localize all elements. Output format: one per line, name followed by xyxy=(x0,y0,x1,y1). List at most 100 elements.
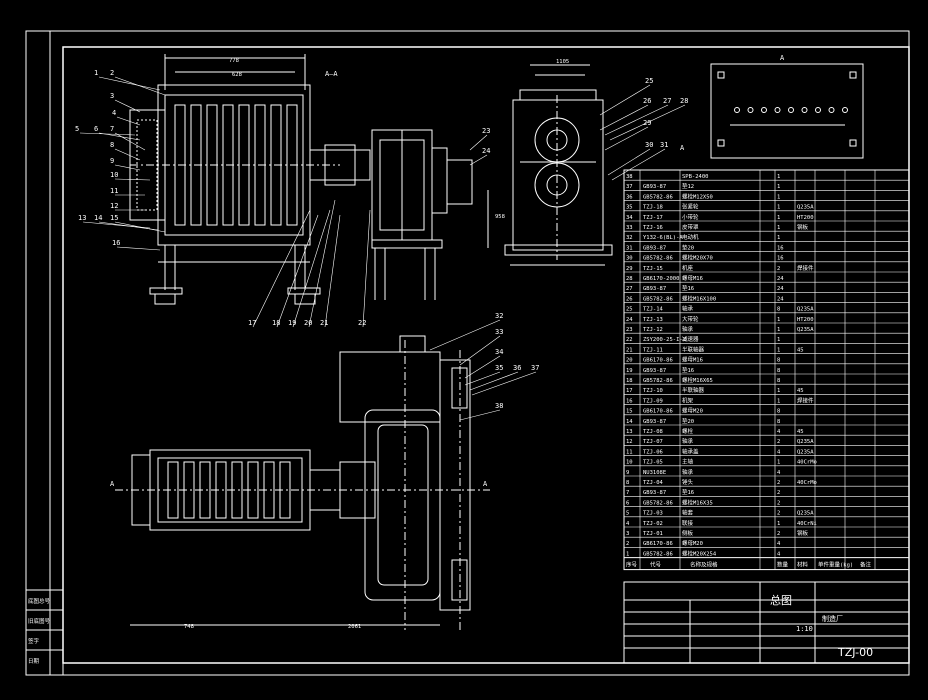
parts-cell: 电动机 xyxy=(682,233,699,241)
parts-cell: 1 xyxy=(777,337,780,343)
parts-cell: 侧板 xyxy=(682,529,694,537)
leader-line xyxy=(116,246,161,251)
parts-cell: TZJ-13 xyxy=(643,317,663,323)
parts-cell: TZJ-18 xyxy=(643,205,663,211)
parts-cell: 8 xyxy=(777,409,780,415)
parts-cell: 钢板 xyxy=(797,223,809,231)
parts-cell: 12 xyxy=(626,439,633,445)
parts-cell: 38 xyxy=(626,174,633,180)
part-number-17: 17 xyxy=(248,319,256,327)
parts-cell: 1 xyxy=(777,398,780,404)
part-number-8: 8 xyxy=(110,141,114,149)
parts-cell: 螺母M16 xyxy=(682,356,703,364)
parts-cell: 主轴 xyxy=(682,458,694,466)
parts-cell: TZJ-04 xyxy=(643,480,664,486)
parts-cell: 螺栓M20X254 xyxy=(682,549,717,557)
parts-cell: ZSY200-25-I-Z xyxy=(643,337,687,343)
scale-value: 1:10 xyxy=(796,625,813,633)
parts-cell: 37 xyxy=(626,184,633,190)
parts-cell: 8 xyxy=(626,480,629,486)
parts-cell: TZJ-03 xyxy=(643,511,663,517)
parts-cell: 皮带罩 xyxy=(682,223,699,231)
part-number-33: 33 xyxy=(495,328,503,336)
parts-cell: 1 xyxy=(777,215,780,221)
parts-cell: GB5782-86 xyxy=(643,551,673,557)
plan-hammer xyxy=(247,461,259,519)
parts-cell: 轴承 xyxy=(682,437,694,445)
leader-line xyxy=(464,371,501,386)
foundation-hole xyxy=(815,107,821,113)
parts-cell: 24 xyxy=(777,296,784,302)
parts-cell: GB6170-86 xyxy=(643,541,673,547)
parts-cell: 24 xyxy=(777,276,784,282)
parts-cell: 半联轴器 xyxy=(682,345,705,353)
parts-cell: TZJ-05 xyxy=(643,460,663,466)
parts-cell: Q235A xyxy=(797,511,814,517)
parts-cell: 螺栓M16X100 xyxy=(682,294,716,302)
parts-cell: 36 xyxy=(626,194,633,200)
parts-cell: 2 xyxy=(777,531,780,537)
parts-cell: 机座 xyxy=(682,264,694,272)
plan-hammer xyxy=(279,461,291,519)
parts-cell: HT200 xyxy=(797,317,814,323)
parts-cell: 1 xyxy=(777,521,780,527)
parts-cell: 减速器 xyxy=(682,335,699,343)
parts-cell: 半联轴器 xyxy=(682,386,705,394)
foundation-plan xyxy=(710,63,864,159)
part-number-4: 4 xyxy=(112,109,116,117)
leader-line xyxy=(599,84,651,116)
parts-cell: SPB-2400 xyxy=(682,174,709,180)
part-number-31: 31 xyxy=(660,141,668,149)
part-number-18: 18 xyxy=(272,319,280,327)
parts-cell: 29 xyxy=(626,266,633,272)
parts-cell: GB6170-86 xyxy=(643,358,673,364)
parts-cell: 1 xyxy=(777,225,780,231)
plan-hammer xyxy=(215,461,227,519)
parts-cell: GB93-87 xyxy=(643,286,666,292)
parts-cell: 6 xyxy=(626,500,629,506)
leader-line xyxy=(308,199,336,328)
part-number-11: 11 xyxy=(110,187,118,195)
parts-cell: 1 xyxy=(777,327,780,333)
parts-cell: 1 xyxy=(777,347,780,353)
leader-line xyxy=(79,132,136,136)
parts-cell: 焊接件 xyxy=(797,264,814,272)
part-number-36: 36 xyxy=(513,364,521,372)
parts-cell: 垫20 xyxy=(682,243,694,251)
leader-line xyxy=(114,99,141,113)
left-strip-table xyxy=(25,589,64,676)
foundation-hole xyxy=(774,107,781,113)
part-number-22: 22 xyxy=(358,319,366,327)
part-number-1: 1 xyxy=(94,69,98,77)
parts-cell: 8 xyxy=(777,419,780,425)
parts-cell: 24 xyxy=(777,286,784,292)
parts-header: 代号 xyxy=(650,561,662,569)
dimension-2061: 2061 xyxy=(348,624,361,630)
parts-cell: TZJ-01 xyxy=(643,531,663,537)
parts-cell: 2 xyxy=(626,541,629,547)
part-number-7: 7 xyxy=(110,125,114,133)
part-number-12: 12 xyxy=(110,202,118,210)
foundation-hole xyxy=(828,107,835,113)
foundation-hole xyxy=(761,107,767,113)
parts-cell: Q235A xyxy=(797,439,814,445)
parts-cell: TZJ-17 xyxy=(643,215,663,221)
leader-line xyxy=(362,209,371,328)
parts-cell: 垫16 xyxy=(682,366,694,374)
parts-cell: 40CrNi xyxy=(797,521,817,527)
title-block xyxy=(623,581,910,664)
leader-line xyxy=(611,148,666,181)
parts-cell: 26 xyxy=(626,296,633,302)
part-number-24: 24 xyxy=(482,147,490,155)
leader-line xyxy=(114,221,166,233)
leader-line xyxy=(114,164,141,171)
parts-cell: NU3108E xyxy=(643,470,666,476)
parts-cell: TZJ-06 xyxy=(643,449,663,455)
parts-cell: GB93-87 xyxy=(643,368,666,374)
parts-cell: TZJ-16 xyxy=(643,225,663,231)
leader-line xyxy=(469,154,488,166)
parts-cell: 1 xyxy=(777,194,780,200)
